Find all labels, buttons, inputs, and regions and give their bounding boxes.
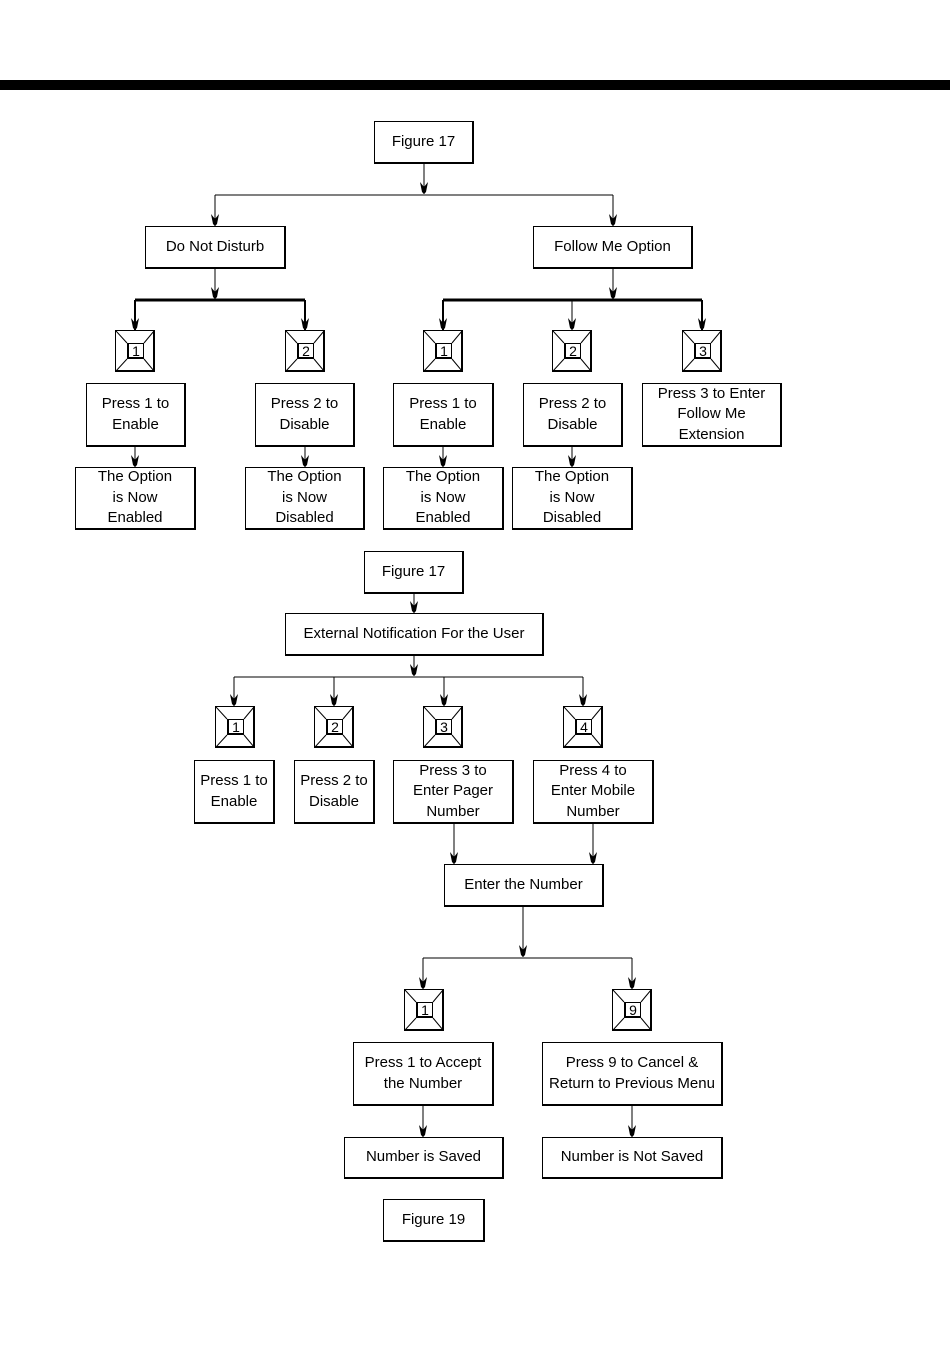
arrowhead-icon — [410, 601, 418, 613]
key-4-icon: 4 — [563, 706, 603, 748]
ext-enable-action: Press 1 to Enable — [194, 760, 275, 824]
followme-disable-action: Press 2 to Disable — [523, 383, 623, 447]
arrowhead-icon — [568, 318, 576, 330]
arrowhead-icon — [230, 694, 238, 706]
key-3-icon: 3 — [682, 330, 722, 372]
arrowhead-icon — [609, 287, 617, 299]
key-1-icon: 1 — [215, 706, 255, 748]
key-2-icon: 2 — [285, 330, 325, 372]
arrowhead-icon — [609, 214, 617, 226]
key-label: 1 — [435, 343, 452, 359]
arrowhead-icon — [131, 318, 139, 330]
arrowhead-icon — [211, 287, 219, 299]
arrowhead-icon — [568, 455, 576, 467]
figure-caption-bottom: Figure 19 — [383, 1199, 485, 1242]
number-saved-result: Number is Saved — [344, 1137, 504, 1179]
key-label: 1 — [416, 1002, 433, 1018]
dnd-enabled-result: The Option is Now Enabled — [75, 467, 196, 530]
keycap-bevel-icon — [286, 331, 323, 370]
arrowhead-icon — [330, 694, 338, 706]
keycap-bevel-icon — [116, 331, 153, 370]
arrowhead-icon — [440, 694, 448, 706]
key-1-icon: 1 — [404, 989, 444, 1031]
arrowhead-icon — [410, 664, 418, 676]
dnd-disable-action: Press 2 to Disable — [255, 383, 355, 447]
key-label: 2 — [326, 719, 343, 735]
arrowhead-icon — [439, 455, 447, 467]
key-label: 9 — [624, 1002, 641, 1018]
keycap-bevel-icon — [683, 331, 720, 370]
ext-disable-action: Press 2 to Disable — [294, 760, 375, 824]
key-9-icon: 9 — [612, 989, 652, 1031]
keycap-bevel-icon — [613, 990, 650, 1029]
dnd-enable-action: Press 1 to Enable — [86, 383, 186, 447]
ext-pager-action: Press 3 to Enter Pager Number — [393, 760, 514, 824]
follow-me-option-node: Follow Me Option — [533, 226, 693, 269]
page-header-rule — [0, 80, 950, 90]
enter-number-node: Enter the Number — [444, 864, 604, 907]
keycap-bevel-icon — [405, 990, 442, 1029]
key-label: 4 — [575, 719, 592, 735]
arrowhead-icon — [450, 852, 458, 864]
arrowhead-icon — [420, 182, 428, 194]
arrowhead-icon — [301, 318, 309, 330]
arrowhead-icon — [419, 977, 427, 989]
followme-disabled-result: The Option is Now Disabled — [512, 467, 633, 530]
ext-mobile-action: Press 4 to Enter Mobile Number — [533, 760, 654, 824]
dnd-disabled-result: The Option is Now Disabled — [245, 467, 365, 530]
key-3-icon: 3 — [423, 706, 463, 748]
key-label: 3 — [694, 343, 711, 359]
keycap-bevel-icon — [216, 707, 253, 746]
external-notification-node: External Notification For the User — [285, 613, 544, 656]
keycap-bevel-icon — [315, 707, 352, 746]
arrowhead-icon — [131, 455, 139, 467]
arrowhead-icon — [519, 945, 527, 957]
keycap-bevel-icon — [553, 331, 590, 370]
arrowhead-icon — [698, 318, 706, 330]
followme-enable-action: Press 1 to Enable — [393, 383, 494, 447]
cancel-return-action: Press 9 to Cancel & Return to Previous M… — [542, 1042, 723, 1106]
keycap-bevel-icon — [424, 707, 461, 746]
key-label: 1 — [127, 343, 144, 359]
number-not-saved-result: Number is Not Saved — [542, 1137, 723, 1179]
followme-extension-action: Press 3 to Enter Follow Me Extension — [642, 383, 782, 447]
accept-number-action: Press 1 to Accept the Number — [353, 1042, 494, 1106]
arrowhead-icon — [301, 455, 309, 467]
arrowhead-icon — [419, 1125, 427, 1137]
key-label: 2 — [297, 343, 314, 359]
followme-enabled-result: The Option is Now Enabled — [383, 467, 504, 530]
key-2-icon: 2 — [314, 706, 354, 748]
key-label: 2 — [564, 343, 581, 359]
key-label: 1 — [227, 719, 244, 735]
arrowhead-icon — [589, 852, 597, 864]
arrowhead-icon — [628, 977, 636, 989]
keycap-bevel-icon — [564, 707, 601, 746]
key-1-icon: 1 — [423, 330, 463, 372]
arrowhead-icon — [439, 318, 447, 330]
figure-caption: Figure 17 — [374, 121, 474, 164]
key-label: 3 — [435, 719, 452, 735]
keycap-bevel-icon — [424, 331, 461, 370]
do-not-disturb-node: Do Not Disturb — [145, 226, 286, 269]
key-1-icon: 1 — [115, 330, 155, 372]
figure-caption-top: Figure 17 — [364, 551, 464, 594]
arrowhead-icon — [628, 1125, 636, 1137]
key-2-icon: 2 — [552, 330, 592, 372]
arrowhead-icon — [211, 214, 219, 226]
arrowhead-icon — [579, 694, 587, 706]
